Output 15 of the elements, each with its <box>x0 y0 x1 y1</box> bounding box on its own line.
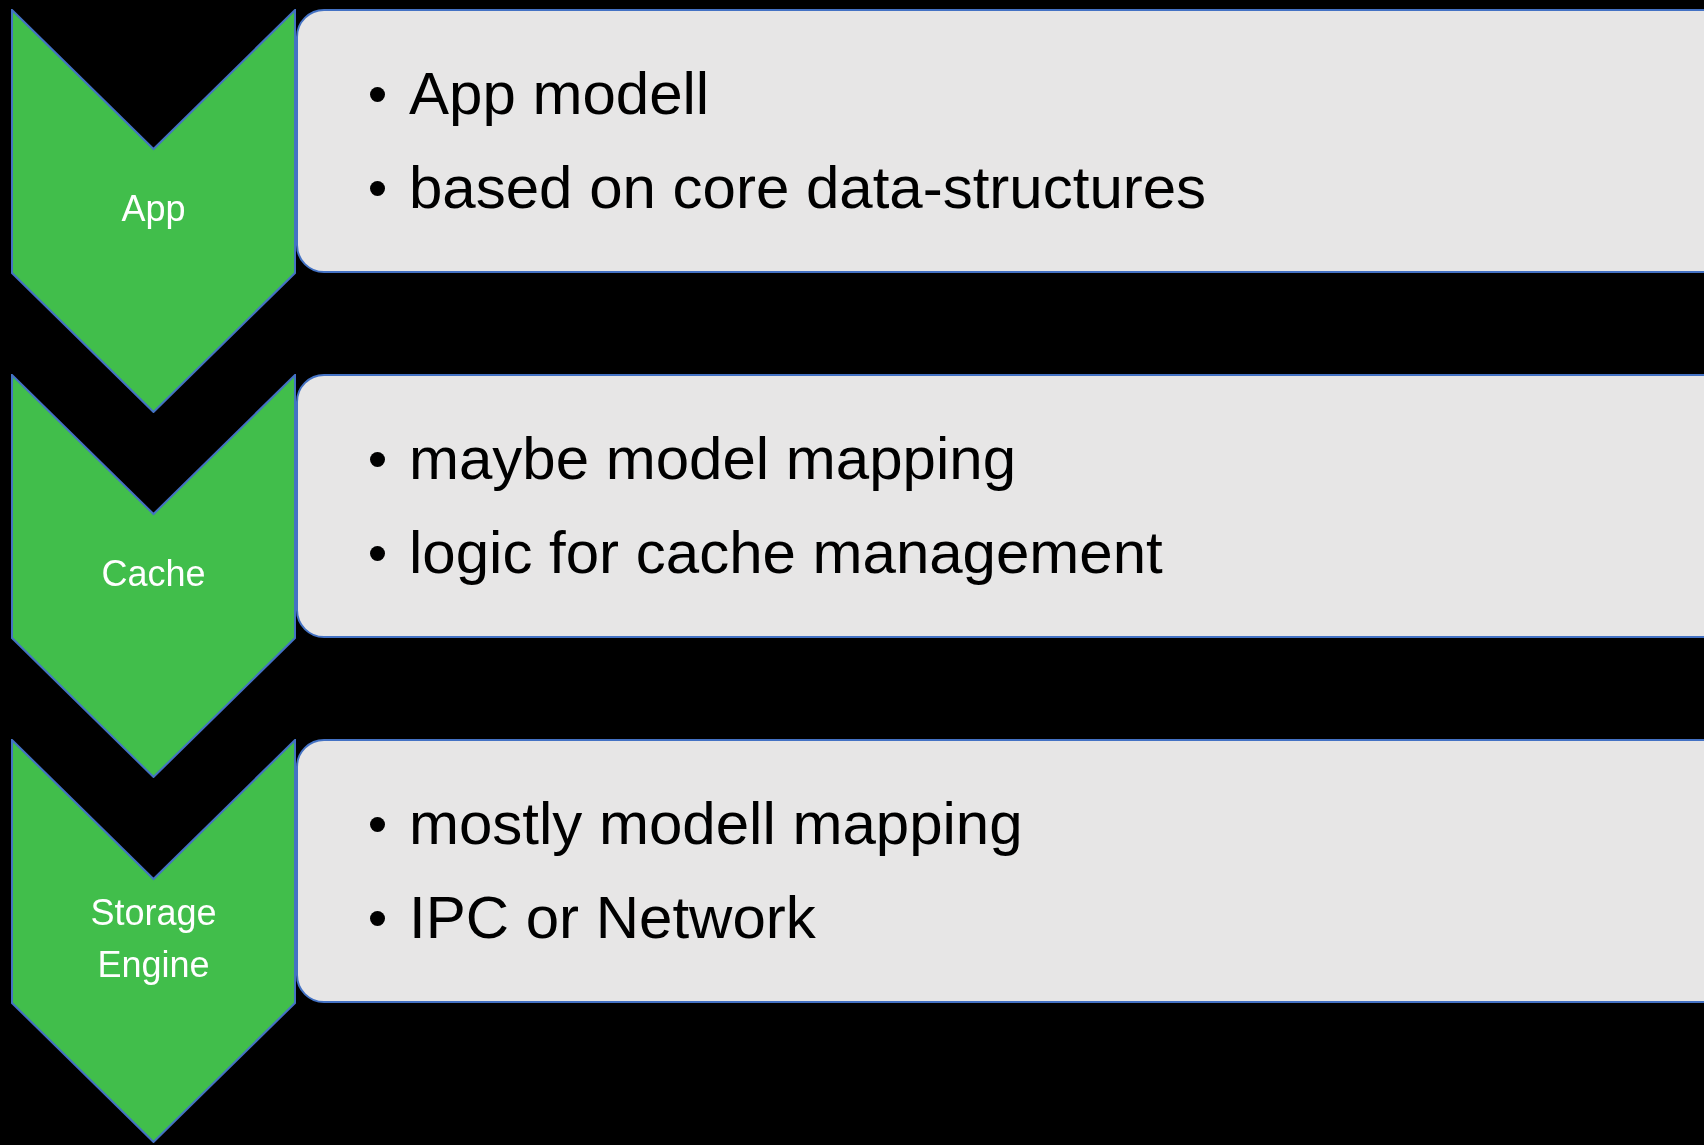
content-box <box>296 9 1704 273</box>
bullet-text: logic for cache management <box>409 518 1163 588</box>
bullet-text: App modell <box>409 59 710 129</box>
stage-label: App <box>120 187 187 231</box>
stage-label: Cache <box>100 552 207 596</box>
bullet-text: based on core data-structures <box>409 153 1207 223</box>
content-box <box>296 739 1704 1003</box>
bullet-text: IPC or Network <box>409 883 816 953</box>
chevron-shape <box>11 739 296 1143</box>
bullet-text: maybe model mapping <box>409 424 1016 494</box>
chevron-shape <box>11 9 296 413</box>
bullet-text: mostly modell mapping <box>409 789 1023 859</box>
stage-label: Storage Engine <box>89 891 218 987</box>
content-box <box>296 374 1704 638</box>
chevron-shape <box>11 374 296 778</box>
